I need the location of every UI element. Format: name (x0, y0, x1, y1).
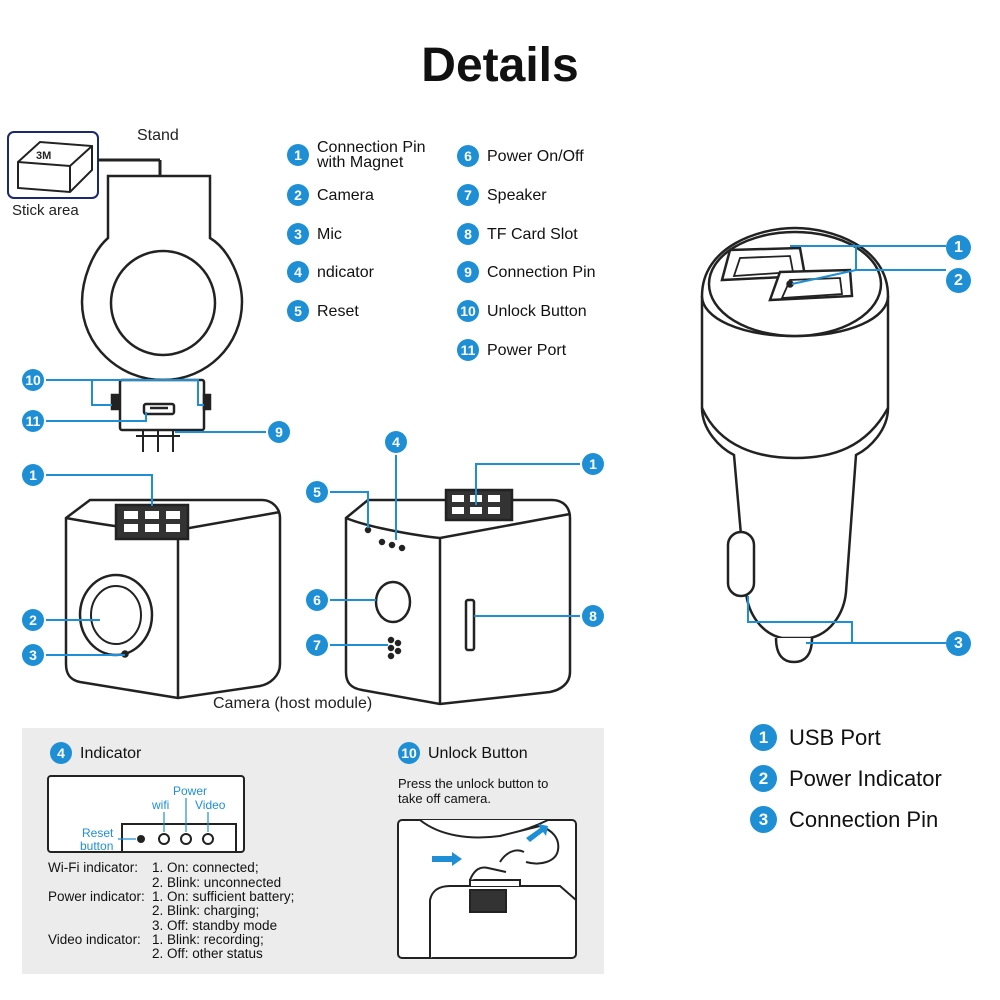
callout-3: 3 (22, 644, 44, 666)
legend-item-3: 3 Mic (287, 223, 342, 245)
camera-front-drawing (64, 498, 282, 700)
callout-9: 9 (268, 421, 290, 443)
charger-legend-item-2: 2 Power Indicator (750, 765, 942, 792)
callout-2: 2 (22, 609, 44, 631)
video-led-label: Video (195, 798, 226, 812)
charger-callout-3: 3 (946, 631, 971, 656)
camera-host-label: Camera (host module) (213, 695, 373, 712)
callout-1-back: 1 (582, 453, 604, 475)
stick-area-drawing (7, 131, 162, 199)
callout-6: 6 (306, 589, 328, 611)
indicator-heading: 4 Indicator (50, 742, 141, 764)
callout-5: 5 (306, 481, 328, 503)
power-led-label: Power (173, 784, 208, 798)
indicator-row-value: 2. Blink: unconnected (152, 875, 282, 890)
unlock-instruction-2: take off camera. (398, 791, 491, 806)
legend-item-10: 10 Unlock Button (457, 300, 587, 322)
charger-callout-2: 2 (946, 268, 971, 293)
legend-item-6: 6 Power On/Off (457, 145, 584, 167)
legend-item-4: 4 ndicator (287, 261, 374, 283)
tape-mark: 3M (36, 150, 52, 162)
stick-area-label: Stick area (12, 202, 79, 219)
indicator-row: Video indicator: (48, 932, 141, 947)
callout-1-front: 1 (22, 464, 44, 486)
legend-item-11: 11 Power Port (457, 339, 566, 361)
charger-legend-item-3: 3 Connection Pin (750, 806, 938, 833)
legend-item-2: 2 Camera (287, 184, 374, 206)
stand-label: Stand (137, 127, 179, 144)
indicator-row-value: 3. Off: standby mode (152, 918, 278, 933)
legend-item-8: 8 TF Card Slot (457, 223, 578, 245)
legend-item-7: 7 Speaker (457, 184, 547, 206)
wifi-led-label: wifi (152, 798, 170, 812)
indicator-row-value: 2. Off: other status (152, 946, 263, 961)
camera-back-drawing (344, 488, 572, 706)
reset-button-label: Reset (82, 826, 114, 840)
page-title: Details (421, 39, 579, 92)
callout-7: 7 (306, 634, 328, 656)
legend-item-1: 1 Connection Pin with Magnet (287, 140, 447, 171)
callout-10: 10 (22, 369, 44, 391)
charger-callout-1: 1 (946, 235, 971, 260)
reset-button-label-2: button (80, 839, 114, 853)
stand-drawing (80, 174, 244, 452)
callout-lines (46, 245, 946, 656)
indicator-row: Power indicator: (48, 889, 145, 904)
callout-8: 8 (582, 605, 604, 627)
callout-4: 4 (385, 431, 407, 453)
indicator-row-value: 1. On: sufficient battery; (152, 889, 295, 904)
unlock-instruction-1: Press the unlock button to (398, 776, 549, 791)
legend-item-9: 9 Connection Pin (457, 261, 596, 283)
indicator-row-value: 2. Blink: charging; (152, 903, 260, 918)
unlock-heading: 10 Unlock Button (398, 742, 528, 764)
charger-legend-item-1: 1 USB Port (750, 724, 881, 751)
indicator-row-value: 1. On: connected; (152, 860, 259, 875)
indicator-row-value: 1. Blink: recording; (152, 932, 264, 947)
callout-11: 11 (22, 410, 44, 432)
indicator-row: Wi-Fi indicator: (48, 860, 139, 875)
legend-item-5: 5 Reset (287, 300, 359, 322)
